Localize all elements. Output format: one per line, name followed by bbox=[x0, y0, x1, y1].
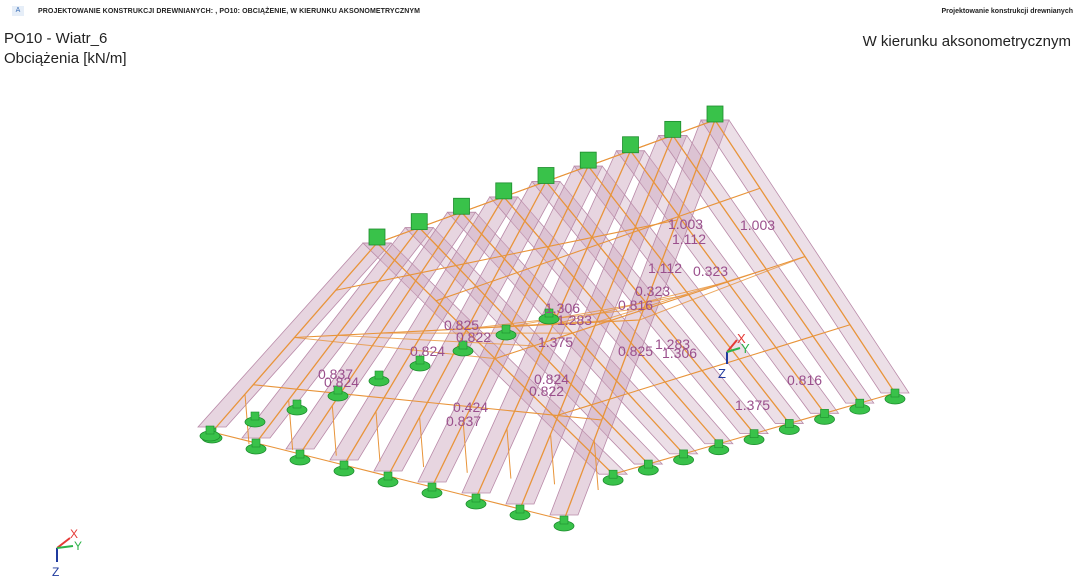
support-eave-back bbox=[749, 429, 759, 438]
support-inner bbox=[501, 324, 511, 334]
load-value-label: 1.283 bbox=[655, 336, 690, 352]
support-eave-back bbox=[784, 419, 794, 428]
load-value-label: 1.375 bbox=[735, 397, 770, 413]
load-value-label: 0.824 bbox=[534, 371, 569, 387]
support-eave bbox=[515, 504, 525, 514]
support-eave-back bbox=[890, 388, 900, 398]
support-eave-back bbox=[679, 449, 688, 459]
support-ridge bbox=[453, 197, 470, 215]
global-axis-z-label: Z bbox=[52, 565, 59, 579]
load-value-label: 1.283 bbox=[557, 312, 592, 328]
purlin bbox=[253, 384, 602, 421]
load-case-title: PO10 - Wiatr_6 bbox=[4, 30, 108, 47]
global-axis-y-label: Y bbox=[74, 539, 82, 553]
post bbox=[550, 434, 556, 485]
load-value-label: 1.306 bbox=[545, 300, 580, 316]
load-value-label: 0.824 bbox=[410, 343, 445, 359]
support-eave bbox=[427, 482, 437, 492]
collar-tie bbox=[596, 268, 767, 323]
load-value-label: 0.822 bbox=[529, 383, 564, 399]
support-eave bbox=[295, 449, 305, 459]
support-inner bbox=[292, 399, 302, 409]
support-ridge bbox=[622, 136, 639, 154]
support-ridge bbox=[579, 151, 597, 169]
support-inner bbox=[374, 370, 384, 380]
local-axis-y-label: Y bbox=[741, 341, 750, 356]
support-eave-back bbox=[714, 439, 724, 449]
support-ridge bbox=[410, 213, 428, 231]
support-inner bbox=[333, 385, 343, 395]
load-value-label: 0.824 bbox=[324, 374, 359, 390]
timber-members bbox=[211, 119, 896, 521]
load-value-label: 1.112 bbox=[672, 231, 706, 247]
quantity-title: Obciążenia [kN/m] bbox=[4, 50, 127, 67]
local-axis-x-label: X bbox=[737, 331, 746, 346]
post bbox=[593, 439, 599, 491]
load-value-label: 1.375 bbox=[538, 334, 573, 350]
support-inner bbox=[415, 355, 425, 365]
header-project: Projektowanie konstrukcji drewnianych bbox=[941, 8, 1073, 15]
load-value-label: 0.837 bbox=[318, 366, 353, 382]
supports bbox=[199, 105, 906, 532]
support-inner bbox=[250, 411, 260, 421]
collar-tie bbox=[553, 281, 728, 325]
load-value-label: 1.003 bbox=[740, 217, 775, 233]
load-value-label: 0.816 bbox=[787, 372, 822, 388]
global-axis-x-label: X bbox=[70, 527, 78, 541]
support-eave-back bbox=[608, 469, 618, 479]
post bbox=[506, 428, 512, 479]
support-eave-back bbox=[644, 459, 653, 469]
header-path: PROJEKTOWANIE KONSTRUKCJI DREWNIANYCH: ,… bbox=[38, 8, 421, 15]
collar-tie bbox=[337, 334, 534, 347]
support-ridge bbox=[368, 228, 386, 246]
support-eave bbox=[559, 515, 569, 525]
support-ridge bbox=[495, 182, 513, 200]
load-value-label: 0.837 bbox=[446, 413, 481, 429]
post bbox=[462, 422, 468, 473]
load-value-label: 1.306 bbox=[662, 345, 697, 361]
global-axes-icon: X Y Z bbox=[52, 527, 82, 579]
purlin bbox=[553, 324, 851, 417]
load-value-label: 0.323 bbox=[693, 263, 728, 279]
post bbox=[419, 417, 425, 468]
support-inner bbox=[205, 425, 215, 435]
purlin bbox=[335, 219, 678, 291]
load-value-label: 0.822 bbox=[456, 329, 491, 345]
local-axis-z-label: Z bbox=[718, 366, 726, 381]
post bbox=[375, 411, 381, 462]
support-eave bbox=[383, 471, 393, 481]
collar-tie bbox=[639, 256, 806, 321]
support-eave bbox=[471, 493, 481, 503]
purlin bbox=[435, 187, 761, 302]
load-value-label: 0.323 bbox=[635, 283, 670, 299]
local-axes-icon: X Y Z bbox=[718, 331, 750, 381]
load-value-label: 0.825 bbox=[444, 317, 479, 333]
support-ridge bbox=[664, 120, 682, 138]
load-value-label: 0.816 bbox=[618, 297, 653, 313]
load-value-label: 0.825 bbox=[618, 343, 653, 359]
support-eave-back bbox=[855, 398, 865, 408]
support-ridge bbox=[537, 167, 555, 184]
view-direction: W kierunku aksonometrycznym bbox=[862, 33, 1071, 50]
support-inner bbox=[544, 308, 554, 318]
load-value-label: 0.424 bbox=[453, 399, 488, 415]
load-value-label: 1.112 bbox=[648, 260, 682, 276]
support-eave bbox=[339, 460, 349, 470]
header-bar: A PROJEKTOWANIE KONSTRUKCJI DREWNIANYCH:… bbox=[0, 0, 1077, 22]
support-ridge bbox=[706, 105, 724, 123]
app-logo-icon: A bbox=[12, 6, 24, 16]
support-eave bbox=[251, 438, 261, 448]
load-value-label: 1.003 bbox=[668, 216, 703, 232]
support-inner bbox=[458, 340, 468, 350]
post bbox=[331, 405, 337, 456]
support-eave-back bbox=[820, 408, 829, 418]
